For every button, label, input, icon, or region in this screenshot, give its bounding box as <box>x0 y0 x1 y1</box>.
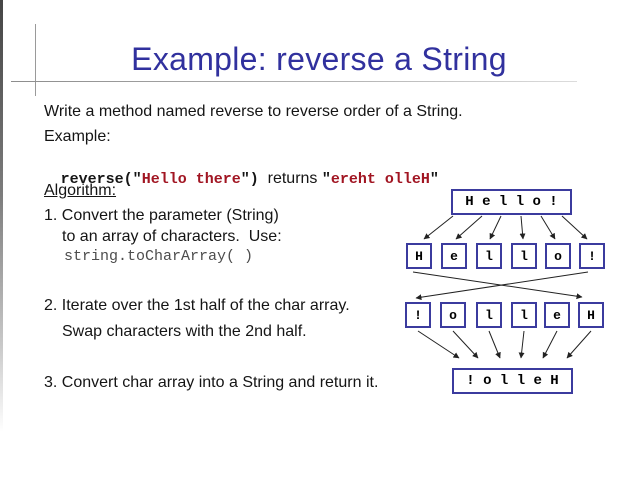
algorithm-heading: Algorithm: <box>44 182 117 199</box>
char-cell-row1-2: l <box>476 243 502 269</box>
code-example-line: reverse("Hello there") returns "ereht ol… <box>44 153 439 205</box>
left-edge-shadow <box>0 0 3 432</box>
result-open-quote: " <box>321 171 331 188</box>
char-cell-row2-1: o <box>440 302 466 328</box>
char-cell-row2-4: e <box>544 302 570 328</box>
char-cell-row2-5: H <box>578 302 604 328</box>
code-arg-string: Hello there <box>141 171 241 188</box>
char-cell-row1-4: o <box>545 243 571 269</box>
result-close-quote: " <box>429 171 439 188</box>
crosshair-vertical-line <box>35 24 36 96</box>
char-cell-row1-3: l <box>511 243 537 269</box>
char-cell-row2-3: l <box>511 302 537 328</box>
step1-code: string.toCharArray( ) <box>64 248 254 265</box>
intro-text: Write a method named reverse to reverse … <box>44 103 463 120</box>
step3-line: 3. Convert char array into a String and … <box>44 374 379 391</box>
string-box-reversed: ! o l l e H <box>452 368 573 394</box>
char-cell-row1-5: ! <box>579 243 605 269</box>
char-cell-row1-1: e <box>441 243 467 269</box>
step2-line2: Swap characters with the 2nd half. <box>62 323 307 340</box>
char-cell-row2-0: ! <box>405 302 431 328</box>
returns-word: returns <box>258 170 322 187</box>
string-box-hello: H e l l o ! <box>451 189 572 215</box>
result-string: ereht olleH <box>330 171 430 188</box>
code-call-close: ") <box>240 171 259 188</box>
step1-line1: 1. Convert the parameter (String) <box>44 207 279 224</box>
title-divider-line <box>11 81 577 82</box>
slide-title: Example: reverse a String <box>131 41 507 77</box>
char-cell-row1-0: H <box>406 243 432 269</box>
char-cell-row2-2: l <box>476 302 502 328</box>
code-call-open: reverse(" <box>60 171 142 188</box>
example-label: Example: <box>44 128 111 145</box>
step1-line2: to an array of characters. Use: <box>62 228 282 245</box>
step2-line1: 2. Iterate over the 1st half of the char… <box>44 297 350 314</box>
